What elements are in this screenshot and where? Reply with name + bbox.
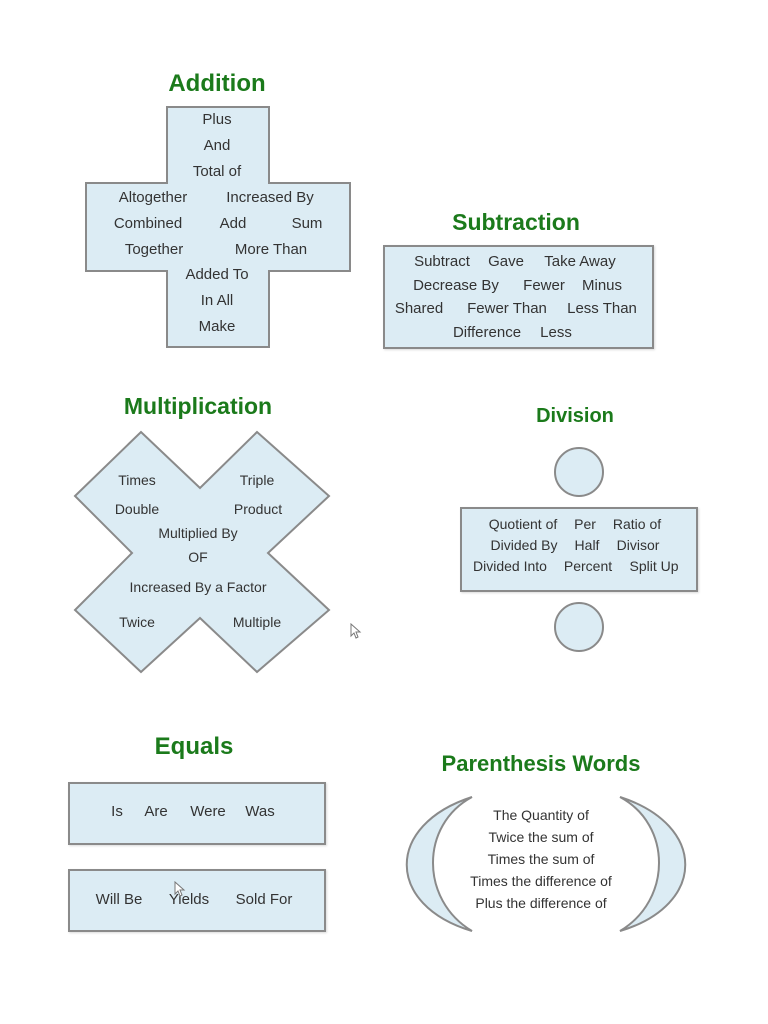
equals-word: Sold For — [235, 891, 293, 908]
parenthesis-title: Parenthesis Words — [441, 751, 641, 776]
parenthesis-word: Times the sum of — [487, 851, 595, 867]
equals-word: Are — [144, 803, 168, 820]
addition-word: Together — [124, 241, 184, 258]
multiplication-word: Multiple — [232, 614, 282, 630]
equals-word: Were — [190, 803, 226, 820]
addition-word: Combined — [113, 215, 183, 232]
subtraction-word: Gave — [488, 253, 524, 270]
right-parenthesis — [619, 796, 687, 932]
addition-word: Plus — [202, 111, 232, 128]
multiplication-word: Increased By a Factor — [129, 579, 267, 595]
subtraction-word: Less — [540, 324, 572, 341]
division-word: Divided By — [490, 537, 558, 553]
mouse-pointer-icon — [350, 623, 362, 639]
division-word: Percent — [563, 558, 613, 574]
division-word: Quotient of — [488, 516, 558, 532]
subtraction-word: Take Away — [544, 253, 616, 270]
division-bar-box — [460, 507, 698, 592]
subtraction-word: Shared — [394, 300, 444, 317]
minus-sign-box — [383, 245, 654, 349]
multiplication-word: Times — [118, 472, 156, 488]
parenthesis-word: The Quantity of — [493, 807, 589, 823]
equals-word: Yields — [168, 891, 210, 908]
division-word: Divisor — [616, 537, 660, 553]
addition-title: Addition — [168, 70, 266, 97]
addition-word: Add — [219, 215, 247, 232]
equals-bottom-bar — [68, 869, 326, 932]
mouse-pointer-icon — [174, 881, 186, 897]
subtraction-word: Difference — [452, 324, 522, 341]
division-word: Split Up — [629, 558, 679, 574]
addition-word: Added To — [185, 266, 249, 283]
equals-top-bar — [68, 782, 326, 845]
addition-word: More Than — [234, 241, 308, 258]
subtraction-word: Fewer — [523, 277, 565, 294]
subtraction-word: Less Than — [567, 300, 637, 317]
division-word: Ratio of — [612, 516, 662, 532]
addition-word: Sum — [291, 215, 323, 232]
left-parenthesis — [405, 796, 473, 932]
subtraction-title: Subtraction — [452, 209, 580, 235]
subtraction-word: Subtract — [414, 253, 470, 270]
equals-word: Was — [245, 803, 275, 820]
division-word: Divided Into — [473, 558, 547, 574]
division-word: Half — [574, 537, 600, 553]
subtraction-word: Fewer Than — [467, 300, 547, 317]
addition-word: Increased By — [226, 189, 314, 206]
addition-word: Altogether — [118, 189, 188, 206]
equals-word: Is — [111, 803, 123, 820]
addition-word: Make — [198, 318, 236, 335]
division-word: Per — [574, 516, 596, 532]
multiplication-word: Twice — [119, 614, 155, 630]
multiplication-word: Triple — [239, 472, 275, 488]
parenthesis-word: Twice the sum of — [488, 829, 594, 845]
multiplication-title: Multiplication — [123, 393, 273, 419]
addition-word: And — [203, 137, 231, 154]
equals-title: Equals — [154, 733, 234, 760]
subtraction-word: Decrease By — [413, 277, 499, 294]
division-title: Division — [536, 405, 614, 427]
multiplication-word: Multiplied By — [158, 525, 238, 541]
multiplication-word: OF — [188, 549, 208, 565]
parenthesis-word: Times the difference of — [470, 873, 612, 889]
multiplication-word: Product — [233, 501, 283, 517]
addition-word: In All — [200, 292, 234, 309]
equals-word: Will Be — [95, 891, 143, 908]
addition-word: Total of — [192, 163, 242, 180]
subtraction-word: Minus — [581, 277, 623, 294]
parenthesis-word: Plus the difference of — [475, 895, 607, 911]
multiplication-word: Double — [114, 501, 160, 517]
